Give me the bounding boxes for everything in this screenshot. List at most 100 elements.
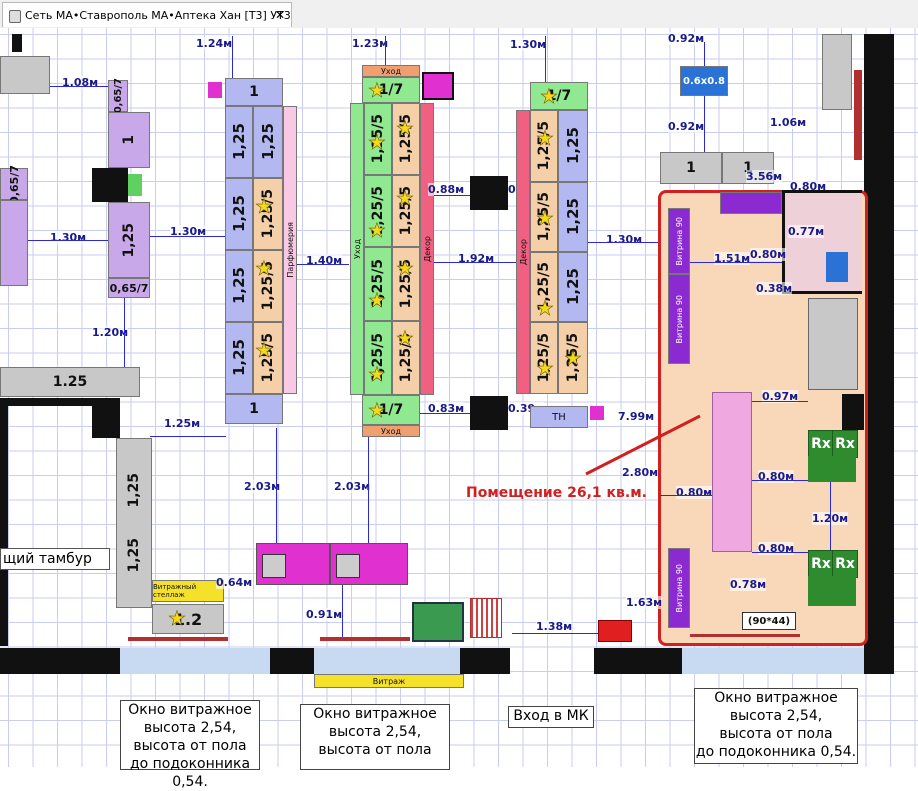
vitrina-90-2[interactable]: Витрина 90	[668, 274, 690, 364]
rx-cabinet-2[interactable]: Rx	[832, 430, 858, 458]
shelf-b-125s-3[interactable]: 1,25/5	[364, 175, 392, 247]
shelf-ukhod-left[interactable]: Уход	[350, 103, 364, 395]
red-box[interactable]	[598, 620, 632, 642]
rx-cabinet-3[interactable]: Rx	[808, 550, 834, 578]
document-tab[interactable]: Сеть МА•Ставрополь МА•Аптека Хан [Т3] УТ…	[2, 2, 292, 27]
close-icon[interactable]: ✕	[274, 8, 285, 22]
shelf-c2-1[interactable]: 1	[108, 112, 150, 168]
shelf-c2-065[interactable]: 0,65/7	[108, 78, 128, 114]
shelf-c-125-3[interactable]: 1,25	[558, 252, 588, 322]
equipment-black[interactable]	[470, 176, 508, 210]
shelf-a-125-4[interactable]: 1,25	[225, 250, 253, 322]
wall	[460, 648, 510, 674]
shelf-a-125s-1[interactable]: 1,25/5	[253, 178, 283, 250]
shelf-c-125s-2[interactable]: 1,25/5	[530, 182, 558, 252]
shelf-b-17-top[interactable]: 1/7	[362, 77, 420, 103]
star-icon: ★	[368, 288, 387, 312]
shelf-a-1-bottom[interactable]: 1	[225, 394, 283, 424]
wall	[594, 648, 682, 674]
floor-plan-canvas[interactable]: 0,65/7 1.08м 1.30м 0,65/7 1 1,25 0,65/7 …	[0, 28, 918, 790]
shelf-ukhod-bottom[interactable]: Уход	[362, 425, 420, 437]
shelf-b-125s-7[interactable]: 1,25/5	[364, 321, 392, 395]
dim-line	[150, 236, 226, 237]
dim-label: 3.56м	[746, 170, 783, 183]
dim-label: 1.92м	[458, 252, 495, 265]
shelf-c-125s-3[interactable]: 1,25/5	[530, 252, 558, 322]
dim-line	[588, 242, 658, 243]
shelf-c-125s-5[interactable]: 1,25/5	[558, 322, 588, 394]
dim-label: 0.78м	[730, 578, 767, 591]
shelf-c-125-2[interactable]: 1,25	[558, 182, 588, 252]
shelf-dekor-b[interactable]: Декор	[420, 103, 434, 395]
shelf-c2-125[interactable]: 1,25	[108, 202, 150, 278]
shelf-tn[interactable]: ТН	[530, 406, 588, 428]
equipment-black[interactable]	[92, 168, 128, 202]
shelf-c-17-top[interactable]: 1/7	[530, 82, 588, 110]
display-green[interactable]	[412, 602, 464, 642]
room-pointer-line	[585, 414, 701, 476]
dim-label: 1.23м	[352, 37, 389, 50]
dim-line	[704, 42, 705, 68]
blue-device[interactable]	[826, 252, 848, 282]
shelf-vitr-stellazh[interactable]: Витражный стеллаж	[152, 580, 224, 602]
basket-rack[interactable]	[470, 598, 502, 638]
shelf-b-125s-6[interactable]: 1,25/5	[392, 247, 420, 321]
shelf-a-125s-3[interactable]: 1,25/5	[253, 322, 283, 394]
shelf-parfum[interactable]: Парфюмерия	[283, 106, 297, 394]
shelf-left-row[interactable]: 1.25	[0, 367, 140, 397]
wall	[0, 406, 8, 646]
rx-cabinet-base[interactable]	[808, 456, 856, 482]
shelf-vitr-top[interactable]	[720, 192, 782, 214]
display-slot	[262, 554, 286, 578]
shelf-b-125s-2[interactable]: 1,25/5	[392, 103, 420, 175]
shelf-a-125-5[interactable]: 1,25	[225, 322, 253, 394]
shelf-b-125s-5[interactable]: 1,25/5	[364, 247, 392, 321]
dim-label: 1.24м	[196, 37, 233, 50]
rx-cabinet-base[interactable]	[808, 576, 856, 606]
dim-line	[420, 413, 470, 414]
dim-label: 0.80м	[758, 542, 795, 555]
shelf-left-065[interactable]: 0,65/7	[0, 165, 28, 203]
red-bar	[320, 637, 410, 641]
shelf-a-1-top[interactable]: 1	[225, 78, 283, 106]
shelf-9044[interactable]: (90*44)	[742, 612, 796, 630]
shelf-ukhod-top[interactable]: Уход	[362, 65, 420, 77]
shelf-dekor-c[interactable]: Декор	[516, 110, 530, 394]
shelf-c-125s-1[interactable]: 1,25/5	[530, 110, 558, 182]
vitrina-90-3[interactable]: Витрина 90	[668, 548, 690, 628]
equipment-black[interactable]	[470, 396, 508, 430]
shelf-b-125s-1[interactable]: 1,25/5	[364, 103, 392, 175]
shelf-b-17-bottom[interactable]: 1/7	[362, 395, 420, 425]
shelf-c-125-1[interactable]: 1,25	[558, 110, 588, 182]
tab-bar: Сеть МА•Ставрополь МА•Аптека Хан [Т3] УТ…	[0, 0, 918, 29]
wall	[864, 34, 894, 674]
shelf-c-125s-4[interactable]: 1,25/5	[530, 322, 558, 394]
shelf-c2-065b[interactable]: 0,65/7	[108, 278, 150, 298]
shelf-12[interactable]: 1.2	[152, 604, 224, 634]
right-cabinet[interactable]	[808, 298, 858, 390]
dim-label: 1.30м	[170, 225, 207, 238]
pink-counter[interactable]	[712, 392, 752, 552]
dim-label: 0.64м	[216, 576, 253, 589]
shelf-right-1a[interactable]: 1	[660, 152, 722, 184]
vitrina-90-1[interactable]: Витрина 90	[668, 208, 690, 274]
rx-cabinet-4[interactable]: Rx	[832, 550, 858, 578]
shelf-top-right[interactable]	[822, 34, 852, 110]
shelf-06x08[interactable]: 0.6x0.8	[680, 66, 728, 96]
room-label: Помещение 26,1 кв.м.	[466, 485, 647, 501]
shelf-vitrazh[interactable]: Витраж	[314, 674, 464, 688]
wall	[92, 398, 120, 438]
shelf-b-125s-8[interactable]: 1,25/5	[392, 321, 420, 395]
rx-cabinet-1[interactable]: Rx	[808, 430, 834, 458]
shelf-b-125s-4[interactable]: 1,25/5	[392, 175, 420, 247]
shelf-a-125s-2[interactable]: 1,25/5	[253, 250, 283, 322]
shelf-left-purple[interactable]	[0, 200, 28, 286]
shelf-a-125-1[interactable]: 1,25	[225, 106, 253, 178]
shelf-a-125-2[interactable]: 1,25	[253, 106, 283, 178]
equipment-magenta[interactable]	[422, 72, 454, 100]
shelf-left-tall[interactable]: 1,25 1,25	[116, 438, 152, 608]
shelf-a-125-3[interactable]: 1,25	[225, 178, 253, 250]
shelf-left-top[interactable]	[0, 56, 50, 94]
window-glass	[120, 648, 270, 674]
magenta-tag	[590, 406, 604, 420]
